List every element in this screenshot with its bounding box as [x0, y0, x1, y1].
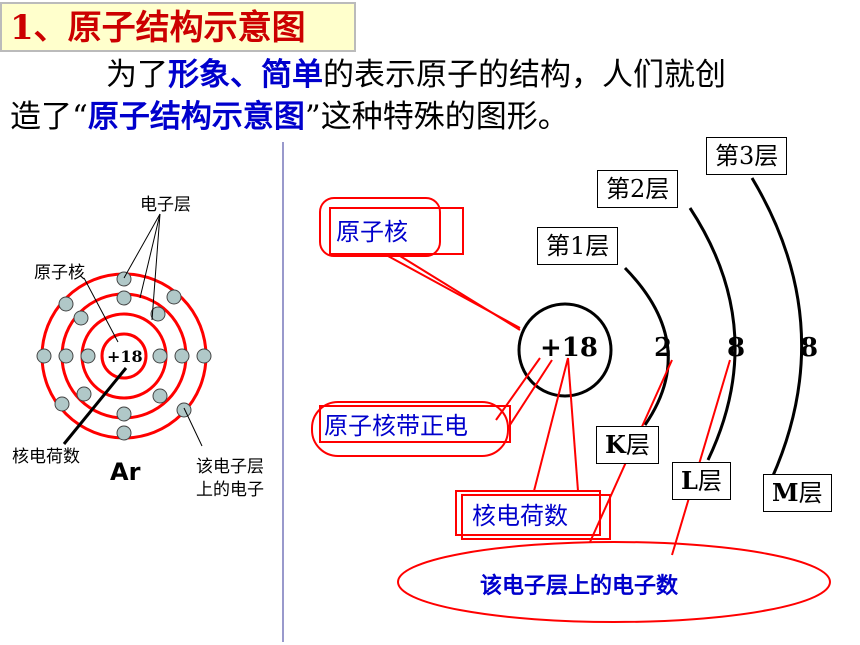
right-nucleus-charge: +18 [540, 333, 598, 363]
electron [166, 289, 182, 305]
shell-arcs [623, 177, 804, 479]
electron [116, 425, 132, 441]
intro-line-2: 造了“原子结构示意图”这种特殊的图形。 [10, 96, 850, 138]
electron [116, 290, 132, 306]
nucleus-label: 原子核 [34, 263, 85, 283]
electron [116, 406, 132, 422]
charge-callout-inner [461, 494, 611, 540]
nucleus-ring [100, 332, 148, 380]
electron [54, 396, 70, 412]
red-callouts [311, 197, 831, 623]
shell-3-electrons: 8 [800, 333, 819, 363]
intro-highlight-1: 形象、简单 [168, 57, 323, 93]
element-symbol: Ar [110, 458, 141, 486]
intro-highlight-2: 原子结构示意图 [87, 99, 305, 135]
right-nucleus-label: 原子核 [336, 218, 408, 246]
electrons [36, 271, 212, 441]
electron [76, 386, 92, 402]
intro-text-segment: 为了 [106, 57, 168, 93]
shell-l-label: L层 [672, 462, 731, 500]
electron [150, 306, 166, 322]
positive-callout-oval [311, 401, 509, 457]
intro-text-segment: 的表示原子的结构，人们就创 [323, 57, 726, 93]
shell-letter: L [681, 466, 698, 495]
shell-suffix: 层 [697, 467, 722, 495]
electron [176, 402, 192, 418]
right-charge-label: 核电荷数 [472, 502, 568, 530]
electrons-callout-oval [397, 541, 831, 623]
electron [152, 348, 168, 364]
page-title: 1、原子结构示意图 [0, 2, 356, 52]
electron-label-line1: 该电子层 [196, 457, 264, 477]
divider-line [282, 142, 284, 642]
intro-text: 为了形象、简单的表示原子的结构，人们就创 造了“原子结构示意图”这种特殊的图形。 [10, 54, 850, 138]
electron [73, 310, 89, 326]
nucleus-callout-inner [329, 207, 464, 255]
shell-suffix: 层 [625, 431, 650, 459]
electron-label-line2: 上的电子 [196, 480, 264, 500]
shell-m-label: M层 [763, 474, 832, 512]
shell-1-label: 第1层 [537, 227, 619, 265]
charge-callout-box [455, 490, 601, 536]
left-pointer-lines [83, 213, 203, 447]
shell-letter: K [605, 430, 626, 459]
shell-label: 电子层 [140, 195, 191, 215]
nucleus-charge: +18 [107, 347, 143, 366]
electron [174, 348, 190, 364]
intro-text-segment: 造了“ [10, 99, 88, 135]
nucleus-callout-box [319, 197, 441, 257]
shell-2-label: 第2层 [597, 170, 679, 208]
shell-suffix: 层 [798, 479, 823, 507]
shell-letter: M [772, 478, 799, 507]
shell-arc-1 [623, 266, 670, 426]
electron [58, 296, 74, 312]
intro-line-1: 为了形象、简单的表示原子的结构，人们就创 [10, 54, 850, 96]
charge-label: 核电荷数 [12, 447, 80, 467]
intro-text-segment: ”这种特殊的图形。 [304, 99, 569, 135]
shell-1-electrons: 2 [654, 333, 673, 363]
electron [116, 271, 132, 287]
shell-k-label: K层 [596, 426, 659, 464]
shell-2-electrons: 8 [727, 333, 746, 363]
electrons-count-label: 该电子层上的电子数 [480, 573, 679, 599]
shell-arc-2 [688, 207, 737, 461]
electron [152, 388, 168, 404]
shell-arc-3 [750, 177, 804, 479]
charge-pointer-line [62, 367, 128, 445]
shell-3-label: 第3层 [706, 137, 788, 175]
electron [58, 348, 74, 364]
electron [36, 348, 52, 364]
nucleus-circle [517, 302, 613, 398]
positive-charge-label: 原子核带正电 [324, 412, 468, 440]
electron [80, 348, 96, 364]
electron [196, 348, 212, 364]
